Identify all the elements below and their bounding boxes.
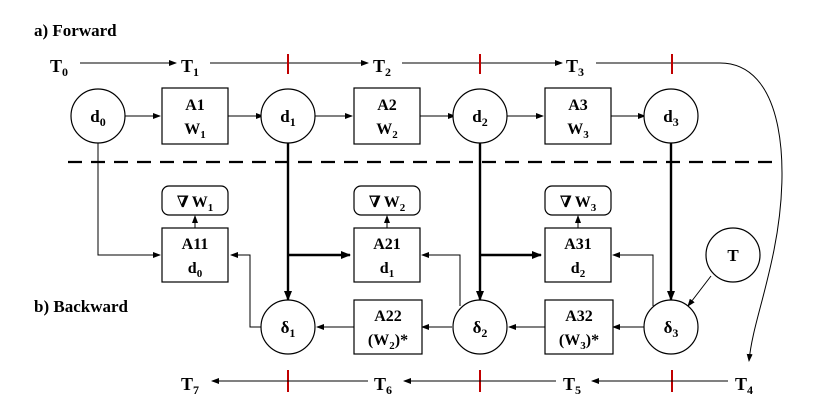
time-label-t5: T5	[563, 374, 581, 397]
delta-node-3: δ3	[643, 299, 699, 355]
grad-op-a31: A31 d2	[544, 227, 612, 283]
grad-box-w3: ∇W3	[544, 185, 612, 216]
edge-delta1-a11	[230, 252, 262, 328]
svg-text:d0: d0	[90, 107, 105, 129]
forward-node-d3: d3	[643, 88, 699, 144]
svg-text:d1: d1	[280, 107, 295, 129]
svg-text:d2: d2	[571, 260, 586, 280]
svg-text:W2: W2	[376, 121, 398, 141]
forward-section-title: a) Forward	[34, 21, 117, 40]
back-op-a22: A22 (W2)*	[353, 299, 423, 355]
svg-text:δ2: δ2	[473, 318, 488, 340]
svg-text:W1: W1	[184, 121, 206, 141]
time-arrow-t3-t4	[596, 62, 783, 362]
grad-op-a11: A11 d0	[161, 227, 229, 283]
svg-text:A32: A32	[565, 308, 593, 325]
edge-target-delta3	[687, 275, 712, 307]
backward-timeline: T4 T5 T6 T7	[181, 374, 753, 397]
backward-section-title: b) Backward	[34, 297, 129, 316]
edge-d0-a11	[97, 143, 161, 258]
svg-text:A3: A3	[568, 97, 588, 114]
delta-node-2: δ2	[452, 299, 508, 355]
svg-text:(W2)*: (W2)*	[368, 332, 408, 352]
grad-op-a21: A21 d1	[353, 227, 421, 283]
svg-text:A21: A21	[373, 236, 401, 253]
time-label-t6: T6	[374, 374, 392, 397]
svg-text:δ3: δ3	[664, 318, 679, 340]
time-label-t7: T7	[181, 374, 199, 397]
svg-text:d2: d2	[472, 107, 487, 129]
svg-text:d1: d1	[380, 260, 394, 280]
svg-text:d3: d3	[663, 107, 678, 129]
forward-node-d0: d0	[70, 88, 126, 144]
edge-delta2-a21	[421, 252, 461, 306]
svg-text:W3: W3	[567, 121, 589, 141]
forward-op-a3: A3 W3	[544, 87, 612, 145]
svg-text:∇W3: ∇W3	[560, 194, 597, 214]
svg-text:A1: A1	[185, 97, 205, 114]
back-op-a32: A32 (W3)*	[544, 299, 614, 355]
time-label-t1: T1	[181, 56, 199, 79]
svg-text:(W3)*: (W3)*	[559, 332, 599, 352]
edge-delta3-a31	[612, 252, 654, 306]
svg-text:∇W1: ∇W1	[177, 194, 214, 214]
svg-text:∇W2: ∇W2	[369, 194, 406, 214]
svg-text:A2: A2	[377, 97, 397, 114]
time-label-t4: T4	[735, 374, 753, 397]
grad-box-w1: ∇W1	[161, 185, 229, 216]
time-label-t0: T0	[50, 56, 68, 79]
delta-node-1: δ1	[260, 299, 316, 355]
svg-text:T: T	[727, 246, 739, 265]
time-label-t3: T3	[566, 56, 584, 79]
time-label-t2: T2	[373, 56, 391, 79]
svg-text:d0: d0	[188, 260, 203, 280]
svg-text:A11: A11	[182, 236, 209, 253]
forward-node-d2: d2	[452, 88, 508, 144]
forward-node-d1: d1	[260, 88, 316, 144]
svg-text:δ1: δ1	[281, 318, 296, 340]
forward-op-a2: A2 W2	[353, 87, 421, 145]
target-node: T	[705, 227, 761, 283]
svg-text:A22: A22	[374, 308, 402, 325]
svg-text:A31: A31	[564, 236, 592, 253]
forward-op-a1: A1 W1	[161, 87, 229, 145]
grad-box-w2: ∇W2	[353, 185, 421, 216]
backward-edges	[97, 143, 712, 330]
